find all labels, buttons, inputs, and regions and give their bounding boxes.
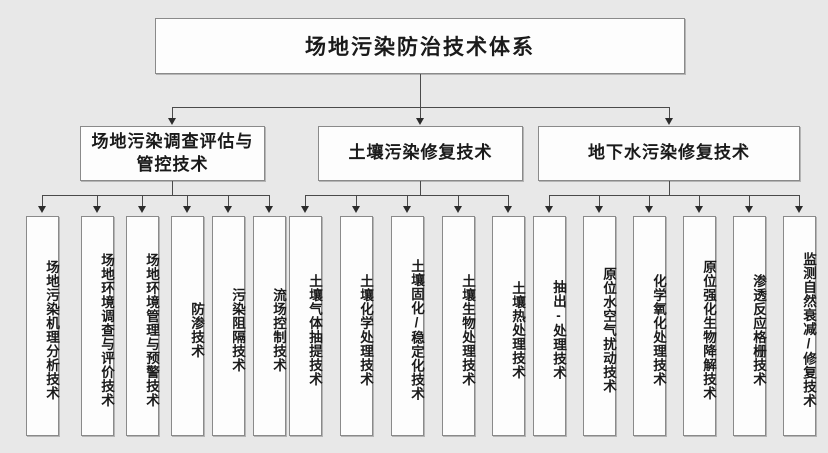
leaf-node-b3-3[interactable]: 化学氧化处理技术 xyxy=(633,216,666,436)
arrow-branch2-leaf-5 xyxy=(504,206,512,213)
arrow-branch3-leaf-1 xyxy=(545,206,553,213)
arrow-branch2-leaf-4 xyxy=(454,206,462,213)
leaf-node-b3-1-label: 抽出-处理技术 xyxy=(551,279,566,380)
branch-node-3[interactable]: 地下水污染修复技术 xyxy=(538,126,800,181)
connector-branch3-bus xyxy=(549,195,799,196)
arrow-branch1-leaf-2 xyxy=(93,206,101,213)
arrow-level2-2 xyxy=(416,118,424,125)
connector-branch3-drop-1 xyxy=(549,195,550,209)
arrow-branch1-leaf-6 xyxy=(265,206,273,213)
leaf-node-b2-2-label: 土壤化学处理技术 xyxy=(358,273,373,386)
leaf-node-b1-1[interactable]: 场地污染机理分析技术 xyxy=(26,216,59,436)
connector-branch2-drop-5 xyxy=(508,195,509,209)
leaf-node-b3-4[interactable]: 原位强化生物降解技术 xyxy=(683,216,716,436)
arrow-level2-1 xyxy=(168,118,176,125)
leaf-node-b1-1-label: 场地污染机理分析技术 xyxy=(44,259,59,400)
arrow-branch3-leaf-5 xyxy=(745,206,753,213)
leaf-node-b2-5-label: 土壤热处理技术 xyxy=(510,280,525,379)
arrow-branch3-leaf-2 xyxy=(595,206,603,213)
leaf-node-b3-2[interactable]: 原位水空气扰动技术 xyxy=(583,216,616,436)
arrow-branch2-leaf-1 xyxy=(301,206,309,213)
connector-branch3-drop-6 xyxy=(799,195,800,209)
leaf-node-b2-1[interactable]: 土壤气体抽提技术 xyxy=(289,216,322,436)
arrow-branch3-leaf-3 xyxy=(645,206,653,213)
connector-branch2-drop-4 xyxy=(458,195,459,209)
leaf-node-b2-3-label: 土壤固化/稳定化技术 xyxy=(409,258,424,401)
leaf-node-b3-1[interactable]: 抽出-处理技术 xyxy=(533,216,566,436)
arrow-branch1-leaf-3 xyxy=(138,206,146,213)
arrow-branch2-leaf-2 xyxy=(352,206,360,213)
connector-level2-drop-3 xyxy=(669,107,670,121)
connector-branch1-drop-4 xyxy=(187,195,188,209)
connector-branch3-stem xyxy=(669,181,670,195)
connector-branch1-drop-3 xyxy=(142,195,143,209)
connector-branch3-drop-4 xyxy=(699,195,700,209)
connector-level2-drop-2 xyxy=(420,107,421,121)
leaf-node-b1-5[interactable]: 污染阻隔技术 xyxy=(212,216,245,436)
connector-branch3-drop-3 xyxy=(649,195,650,209)
leaf-node-b3-4-label: 原位强化生物降解技术 xyxy=(701,259,716,400)
arrow-branch3-leaf-4 xyxy=(695,206,703,213)
branch-node-3-label: 地下水污染修复技术 xyxy=(588,143,750,163)
branch-node-1-label: 场地污染调查评估与管控技术 xyxy=(91,131,254,174)
leaf-node-b2-3[interactable]: 土壤固化/稳定化技术 xyxy=(391,216,424,436)
leaf-node-b3-6[interactable]: 监测自然衰减/修复技术 xyxy=(783,216,816,436)
leaf-node-b2-4[interactable]: 土壤生物处理技术 xyxy=(442,216,475,436)
leaf-node-b1-4[interactable]: 防渗技术 xyxy=(171,216,204,436)
connector-branch1-drop-2 xyxy=(97,195,98,209)
connector-level2-drop-1 xyxy=(172,107,173,121)
connector-branch2-drop-1 xyxy=(305,195,306,209)
arrow-branch1-leaf-4 xyxy=(183,206,191,213)
connector-branch3-drop-2 xyxy=(599,195,600,209)
leaf-node-b2-1-label: 土壤气体抽提技术 xyxy=(307,273,322,386)
arrow-branch3-leaf-6 xyxy=(795,206,803,213)
arrow-branch1-leaf-5 xyxy=(224,206,232,213)
leaf-node-b1-4-label: 防渗技术 xyxy=(189,301,204,358)
arrow-branch2-leaf-3 xyxy=(403,206,411,213)
connector-branch1-stem xyxy=(172,181,173,195)
connector-root-stem xyxy=(420,74,421,107)
leaf-node-b3-6-label: 监测自然衰减/修复技术 xyxy=(801,251,816,408)
connector-branch2-drop-2 xyxy=(356,195,357,209)
arrow-level2-3 xyxy=(665,118,673,125)
leaf-node-b2-4-label: 土壤生物处理技术 xyxy=(460,273,475,386)
root-node-label: 场地污染防治技术体系 xyxy=(305,36,535,59)
leaf-node-b2-5[interactable]: 土壤热处理技术 xyxy=(492,216,525,436)
connector-branch1-drop-5 xyxy=(228,195,229,209)
leaf-node-b1-6-label: 流场控制技术 xyxy=(271,287,286,372)
connector-branch2-drop-3 xyxy=(407,195,408,209)
leaf-node-b3-5[interactable]: 渗透反应格栅技术 xyxy=(733,216,766,436)
connector-branch3-drop-5 xyxy=(749,195,750,209)
leaf-node-b1-3-label: 场地环境管理与预警技术 xyxy=(144,252,159,407)
connector-branch2-bus xyxy=(305,195,508,196)
leaf-node-b3-2-label: 原位水空气扰动技术 xyxy=(601,266,616,393)
leaf-node-b3-3-label: 化学氧化处理技术 xyxy=(651,273,666,386)
leaf-node-b1-5-label: 污染阻隔技术 xyxy=(230,287,245,372)
arrow-branch1-leaf-1 xyxy=(38,206,46,213)
connector-branch1-bus xyxy=(42,195,269,196)
connector-branch2-stem xyxy=(420,181,421,195)
root-node[interactable]: 场地污染防治技术体系 xyxy=(155,18,685,74)
connector-branch1-drop-1 xyxy=(42,195,43,209)
branch-node-1[interactable]: 场地污染调查评估与管控技术 xyxy=(80,126,265,181)
leaf-node-b1-2-label: 场地环境调查与评价技术 xyxy=(99,252,114,407)
branch-node-2-label: 土壤污染修复技术 xyxy=(348,143,493,163)
connector-branch1-drop-6 xyxy=(269,195,270,209)
branch-node-2[interactable]: 土壤污染修复技术 xyxy=(318,126,523,181)
leaf-node-b1-3[interactable]: 场地环境管理与预警技术 xyxy=(126,216,159,436)
leaf-node-b1-6[interactable]: 流场控制技术 xyxy=(253,216,286,436)
leaf-node-b3-5-label: 渗透反应格栅技术 xyxy=(751,273,766,386)
leaf-node-b2-2[interactable]: 土壤化学处理技术 xyxy=(340,216,373,436)
leaf-node-b1-2[interactable]: 场地环境调查与评价技术 xyxy=(81,216,114,436)
